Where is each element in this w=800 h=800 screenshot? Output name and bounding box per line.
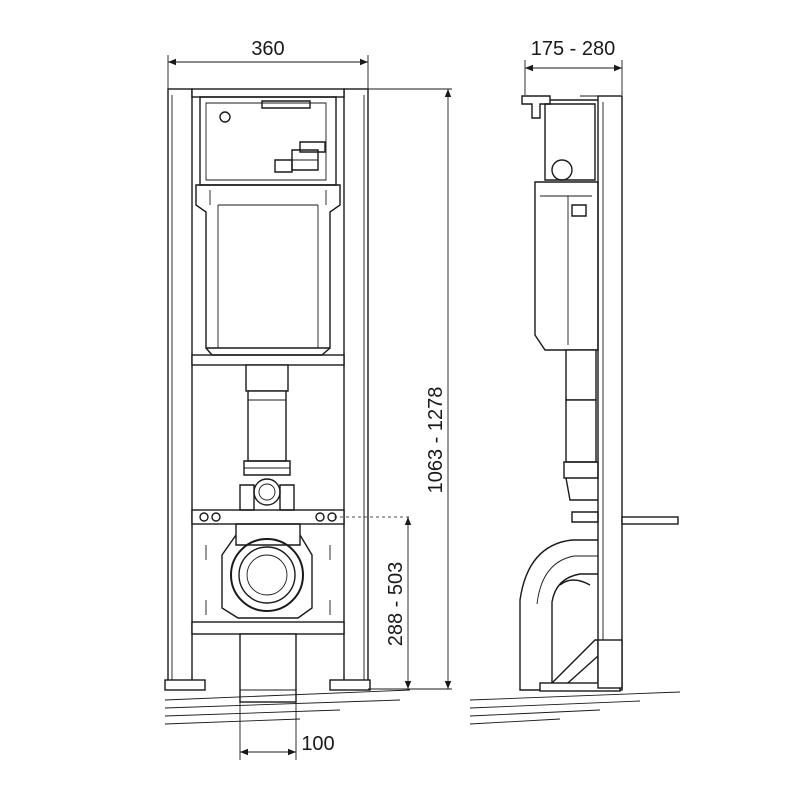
dim-frame-width: 360 — [167, 38, 369, 95]
outlet-front — [205, 523, 331, 619]
side-view: 175 - 280 — [469, 38, 681, 725]
cistern-side — [534, 103, 599, 351]
pipe-width-label: 100 — [301, 733, 334, 755]
dim-pipe-width: 100 — [239, 700, 335, 760]
floor-hatching-front — [164, 689, 411, 725]
frame-width-label: 360 — [251, 38, 284, 60]
front-view: 360 — [164, 38, 452, 760]
dim-total-height: 1063 - 1278 — [368, 88, 452, 690]
cistern-front — [195, 96, 341, 356]
drain-pipe-front — [239, 633, 297, 703]
outlet-height-label: 288 - 503 — [385, 562, 407, 647]
dim-depth: 175 - 280 — [524, 38, 623, 95]
depth-label: 175 - 280 — [531, 38, 616, 60]
flush-pipe-front — [239, 364, 295, 511]
threaded-rod — [621, 516, 679, 525]
flush-pipe-side — [563, 349, 599, 523]
side-frame — [597, 95, 623, 691]
total-height-label: 1063 - 1278 — [425, 387, 447, 494]
floor-hatching-side — [469, 691, 681, 725]
outlet-bend-side — [519, 539, 599, 691]
